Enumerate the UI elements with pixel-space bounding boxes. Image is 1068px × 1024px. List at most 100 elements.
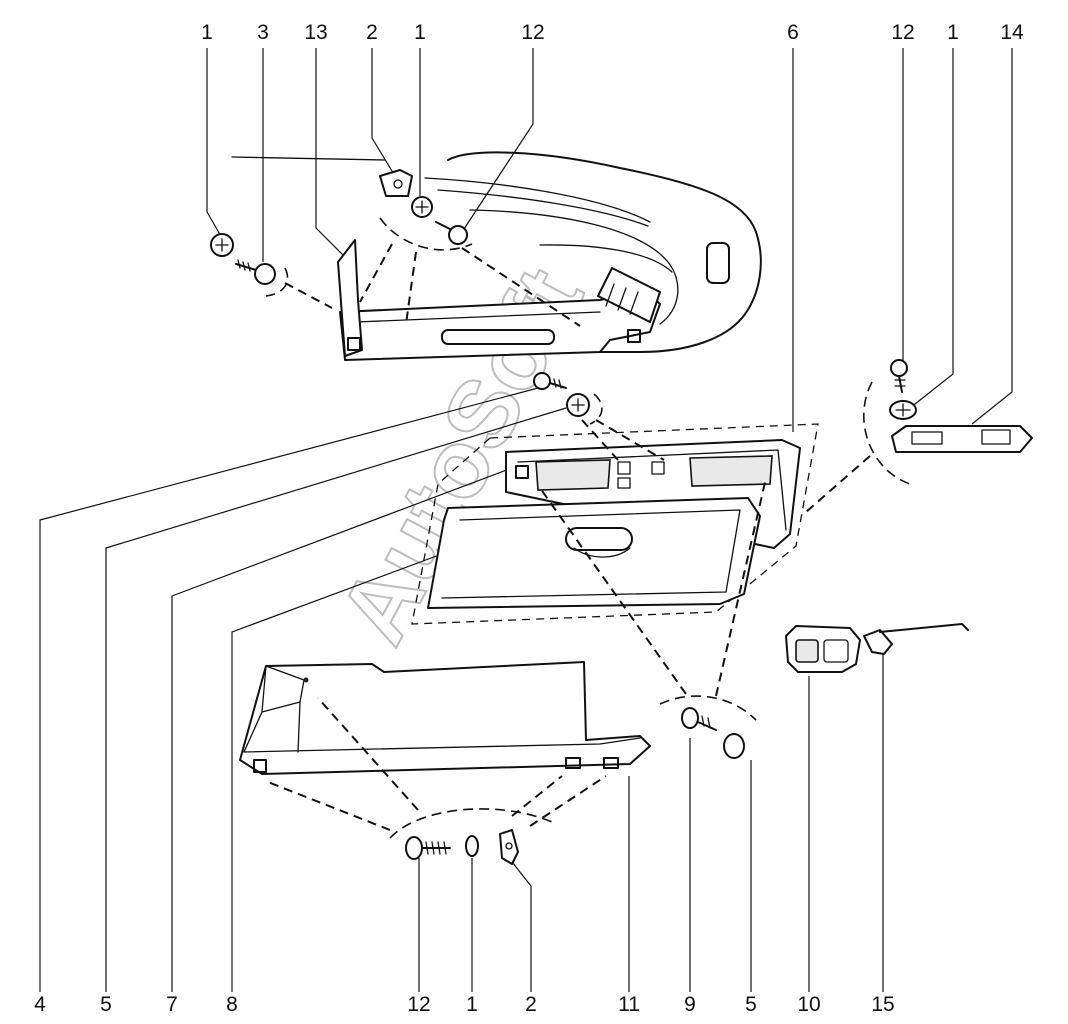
washer-1-bottom bbox=[465, 835, 479, 857]
leader-13-top bbox=[315, 48, 351, 263]
callout-3-top: 3 bbox=[257, 21, 269, 44]
leader-5-bottom-left bbox=[105, 407, 567, 992]
arrow-screw-12-to-housing bbox=[461, 247, 581, 327]
callout-8-bottom: 8 bbox=[226, 993, 238, 1016]
screw-9-head bbox=[681, 707, 699, 729]
callout-15-bottom: 15 bbox=[871, 993, 894, 1016]
lower-bin-tab-mid bbox=[565, 757, 581, 769]
screw-9-thread bbox=[701, 715, 711, 729]
screw-12-right-shank bbox=[898, 375, 903, 393]
lower-glovebox-bin bbox=[239, 661, 651, 831]
bottom-fasteners bbox=[389, 808, 553, 865]
callout-1-top-left: 1 bbox=[201, 21, 213, 44]
group-arc-mid bbox=[589, 393, 603, 425]
upper-housing-right-tab bbox=[627, 329, 641, 343]
mid-fasteners bbox=[533, 372, 603, 425]
arrow-clip-to-bracket bbox=[359, 243, 393, 303]
arrow-screw-9-to-lid bbox=[539, 487, 687, 695]
leader-2-bottom bbox=[511, 861, 532, 992]
lid-latch-block-right bbox=[689, 455, 773, 487]
bracket-14 bbox=[891, 425, 1033, 453]
arrow-washer-5-to-lid-2 bbox=[595, 419, 665, 461]
dashboard-vent-slot bbox=[706, 242, 730, 284]
group-arc-bottom bbox=[389, 808, 553, 839]
lid-hinge-clip-1 bbox=[617, 461, 631, 475]
arrow-bracket-14-to-lid bbox=[805, 455, 871, 513]
group-arc-lower-right bbox=[659, 695, 757, 721]
lid-frame-6-inner bbox=[517, 449, 787, 531]
screw-9-shank bbox=[697, 721, 717, 731]
dashboard-outline bbox=[231, 151, 762, 353]
screw-12-bottom-head bbox=[405, 836, 423, 860]
upper-housing-left-tab bbox=[347, 337, 361, 351]
upper-housing-rib-2 bbox=[617, 287, 627, 311]
callout-13-top: 13 bbox=[304, 21, 327, 44]
lower-bin-floor-edge bbox=[243, 711, 641, 753]
screw-4-head bbox=[533, 372, 551, 390]
callout-4-bottom: 4 bbox=[34, 993, 46, 1016]
lid-frame-screw-boss-left bbox=[515, 465, 529, 479]
rod-15 bbox=[879, 623, 969, 633]
leader-4-bottom bbox=[39, 387, 539, 992]
washer-5-mid-cross bbox=[571, 398, 585, 412]
lower-bin-tab-left bbox=[253, 759, 267, 773]
glovebox-lid-assembly bbox=[411, 419, 871, 697]
lower-bin-tab-right bbox=[603, 757, 619, 769]
screw-4-thread bbox=[553, 378, 562, 389]
lower-bin-hole bbox=[303, 677, 309, 683]
arrow-washer-5-to-lid bbox=[581, 419, 619, 461]
lid-latch-block-left bbox=[535, 459, 611, 491]
top-callouts: 1 3 13 2 1 12 6 12 1 14 bbox=[201, 21, 1024, 44]
group-arc-top-fasteners bbox=[379, 217, 473, 251]
callout-12-top-right: 12 bbox=[891, 21, 914, 44]
washer-1-top-left-cross bbox=[215, 238, 229, 252]
dashboard-body-contour bbox=[447, 151, 762, 353]
callout-9-bottom: 9 bbox=[684, 993, 696, 1016]
bottom-callouts: 4 5 7 8 12 1 2 11 9 5 10 15 bbox=[34, 993, 895, 1016]
callout-14-top: 14 bbox=[1000, 21, 1024, 44]
upper-housing-left-bracket bbox=[337, 239, 363, 357]
rod-15-end bbox=[863, 629, 893, 655]
callout-5-bottom-right: 5 bbox=[745, 993, 757, 1016]
lid-hinge-clip-2 bbox=[651, 461, 665, 475]
callout-6-top: 6 bbox=[787, 21, 799, 44]
group-arc-screw-3 bbox=[265, 267, 289, 297]
latch-10-housing bbox=[823, 639, 849, 663]
clip-2-bottom-hole bbox=[505, 842, 513, 850]
callout-1-top-right: 1 bbox=[947, 21, 959, 44]
leader-8-bottom bbox=[231, 547, 459, 992]
screw-12-top-mid-shank bbox=[435, 221, 453, 231]
screw-12-top-mid-head bbox=[448, 225, 468, 245]
callout-11-bottom: 11 bbox=[618, 993, 640, 1016]
arrow-to-bin-hole bbox=[317, 697, 419, 811]
upper-housing-rim-line bbox=[355, 311, 601, 323]
callout-1-top-mid: 1 bbox=[414, 21, 426, 44]
latch-and-rod bbox=[785, 623, 969, 673]
callout-2-bottom: 2 bbox=[525, 993, 537, 1016]
lower-right-fasteners bbox=[659, 695, 757, 759]
leader-2-top bbox=[371, 48, 396, 177]
lid-handle-lip bbox=[573, 547, 631, 558]
screw-3-thread bbox=[237, 259, 251, 272]
lid-handle-recess bbox=[565, 527, 633, 551]
upper-housing-ribbed-block bbox=[597, 267, 661, 323]
arrow-to-bin-left bbox=[267, 781, 391, 831]
glovebox-lid-8 bbox=[427, 497, 761, 609]
clip-2-top-hole bbox=[393, 179, 403, 189]
latch-10-button bbox=[795, 639, 819, 663]
dashboard-crease-3 bbox=[539, 244, 673, 273]
upper-housing-rib-3 bbox=[629, 291, 639, 315]
upper-glovebox-housing bbox=[337, 239, 661, 361]
washer-1-top-mid-cross bbox=[415, 200, 429, 214]
arrow-washer-to-housing bbox=[405, 251, 417, 325]
screw-12-bottom-thread bbox=[425, 841, 447, 855]
callout-7-bottom: 7 bbox=[166, 993, 178, 1016]
top-fasteners bbox=[210, 169, 581, 327]
lower-bin-inner-corner bbox=[297, 701, 301, 753]
leader-lines bbox=[39, 48, 1013, 992]
arrow-to-bin-tab-mid bbox=[511, 775, 563, 817]
upper-housing-slot bbox=[441, 329, 555, 345]
leader-12-top-mid bbox=[461, 48, 534, 233]
clip-2-bottom bbox=[499, 829, 519, 865]
